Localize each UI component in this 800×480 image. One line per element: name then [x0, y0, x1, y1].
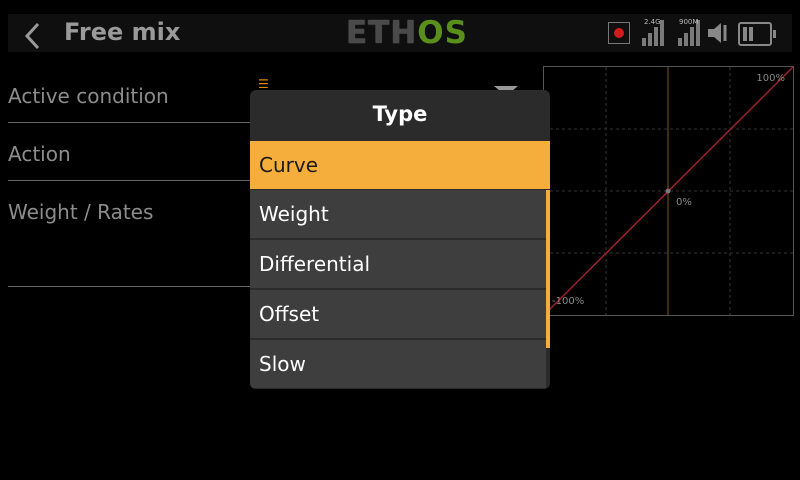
- graph-center-label: 0%: [676, 197, 692, 208]
- rf-900m-signal-icon: [678, 20, 700, 46]
- graph-min-label: -100%: [552, 296, 585, 307]
- divider: [8, 180, 250, 181]
- option-offset[interactable]: Offset: [250, 289, 546, 338]
- weight-rates-label: Weight / Rates: [8, 200, 154, 224]
- curve-center-point: [665, 188, 671, 194]
- menu-icon: ☰: [258, 77, 269, 91]
- graph-max-label: 100%: [756, 73, 785, 84]
- curve-graph: 100% 0% -100%: [543, 66, 794, 316]
- option-curve[interactable]: Curve: [250, 140, 550, 189]
- popup-title: Type: [372, 102, 428, 126]
- option-differential[interactable]: Differential: [250, 239, 546, 288]
- action-label: Action: [8, 142, 71, 166]
- type-popup: Type Curve Weight Differential Offset Sl…: [250, 90, 550, 389]
- option-weight[interactable]: Weight: [250, 189, 546, 238]
- battery-icon: [738, 22, 776, 46]
- back-button[interactable]: [16, 18, 52, 54]
- rf-2g4-label: 2.4G: [644, 18, 661, 26]
- divider: [8, 122, 250, 123]
- rf-900m-label: 900M: [679, 18, 699, 26]
- option-slow[interactable]: Slow: [250, 339, 546, 388]
- ethos-logo: ETHOS: [346, 15, 468, 51]
- divider: [8, 286, 250, 287]
- speaker-icon: [708, 23, 727, 43]
- rf-2g4-signal-icon: [642, 20, 664, 46]
- active-condition-label: Active condition: [8, 84, 169, 108]
- popup-scrollbar[interactable]: [546, 190, 550, 348]
- record-icon: [608, 22, 630, 44]
- page-title: Free mix: [64, 18, 181, 46]
- chevron-left-icon: [24, 22, 40, 50]
- top-bar: Free mix ETHOS: [8, 14, 792, 52]
- curve-graph-canvas: [544, 67, 793, 315]
